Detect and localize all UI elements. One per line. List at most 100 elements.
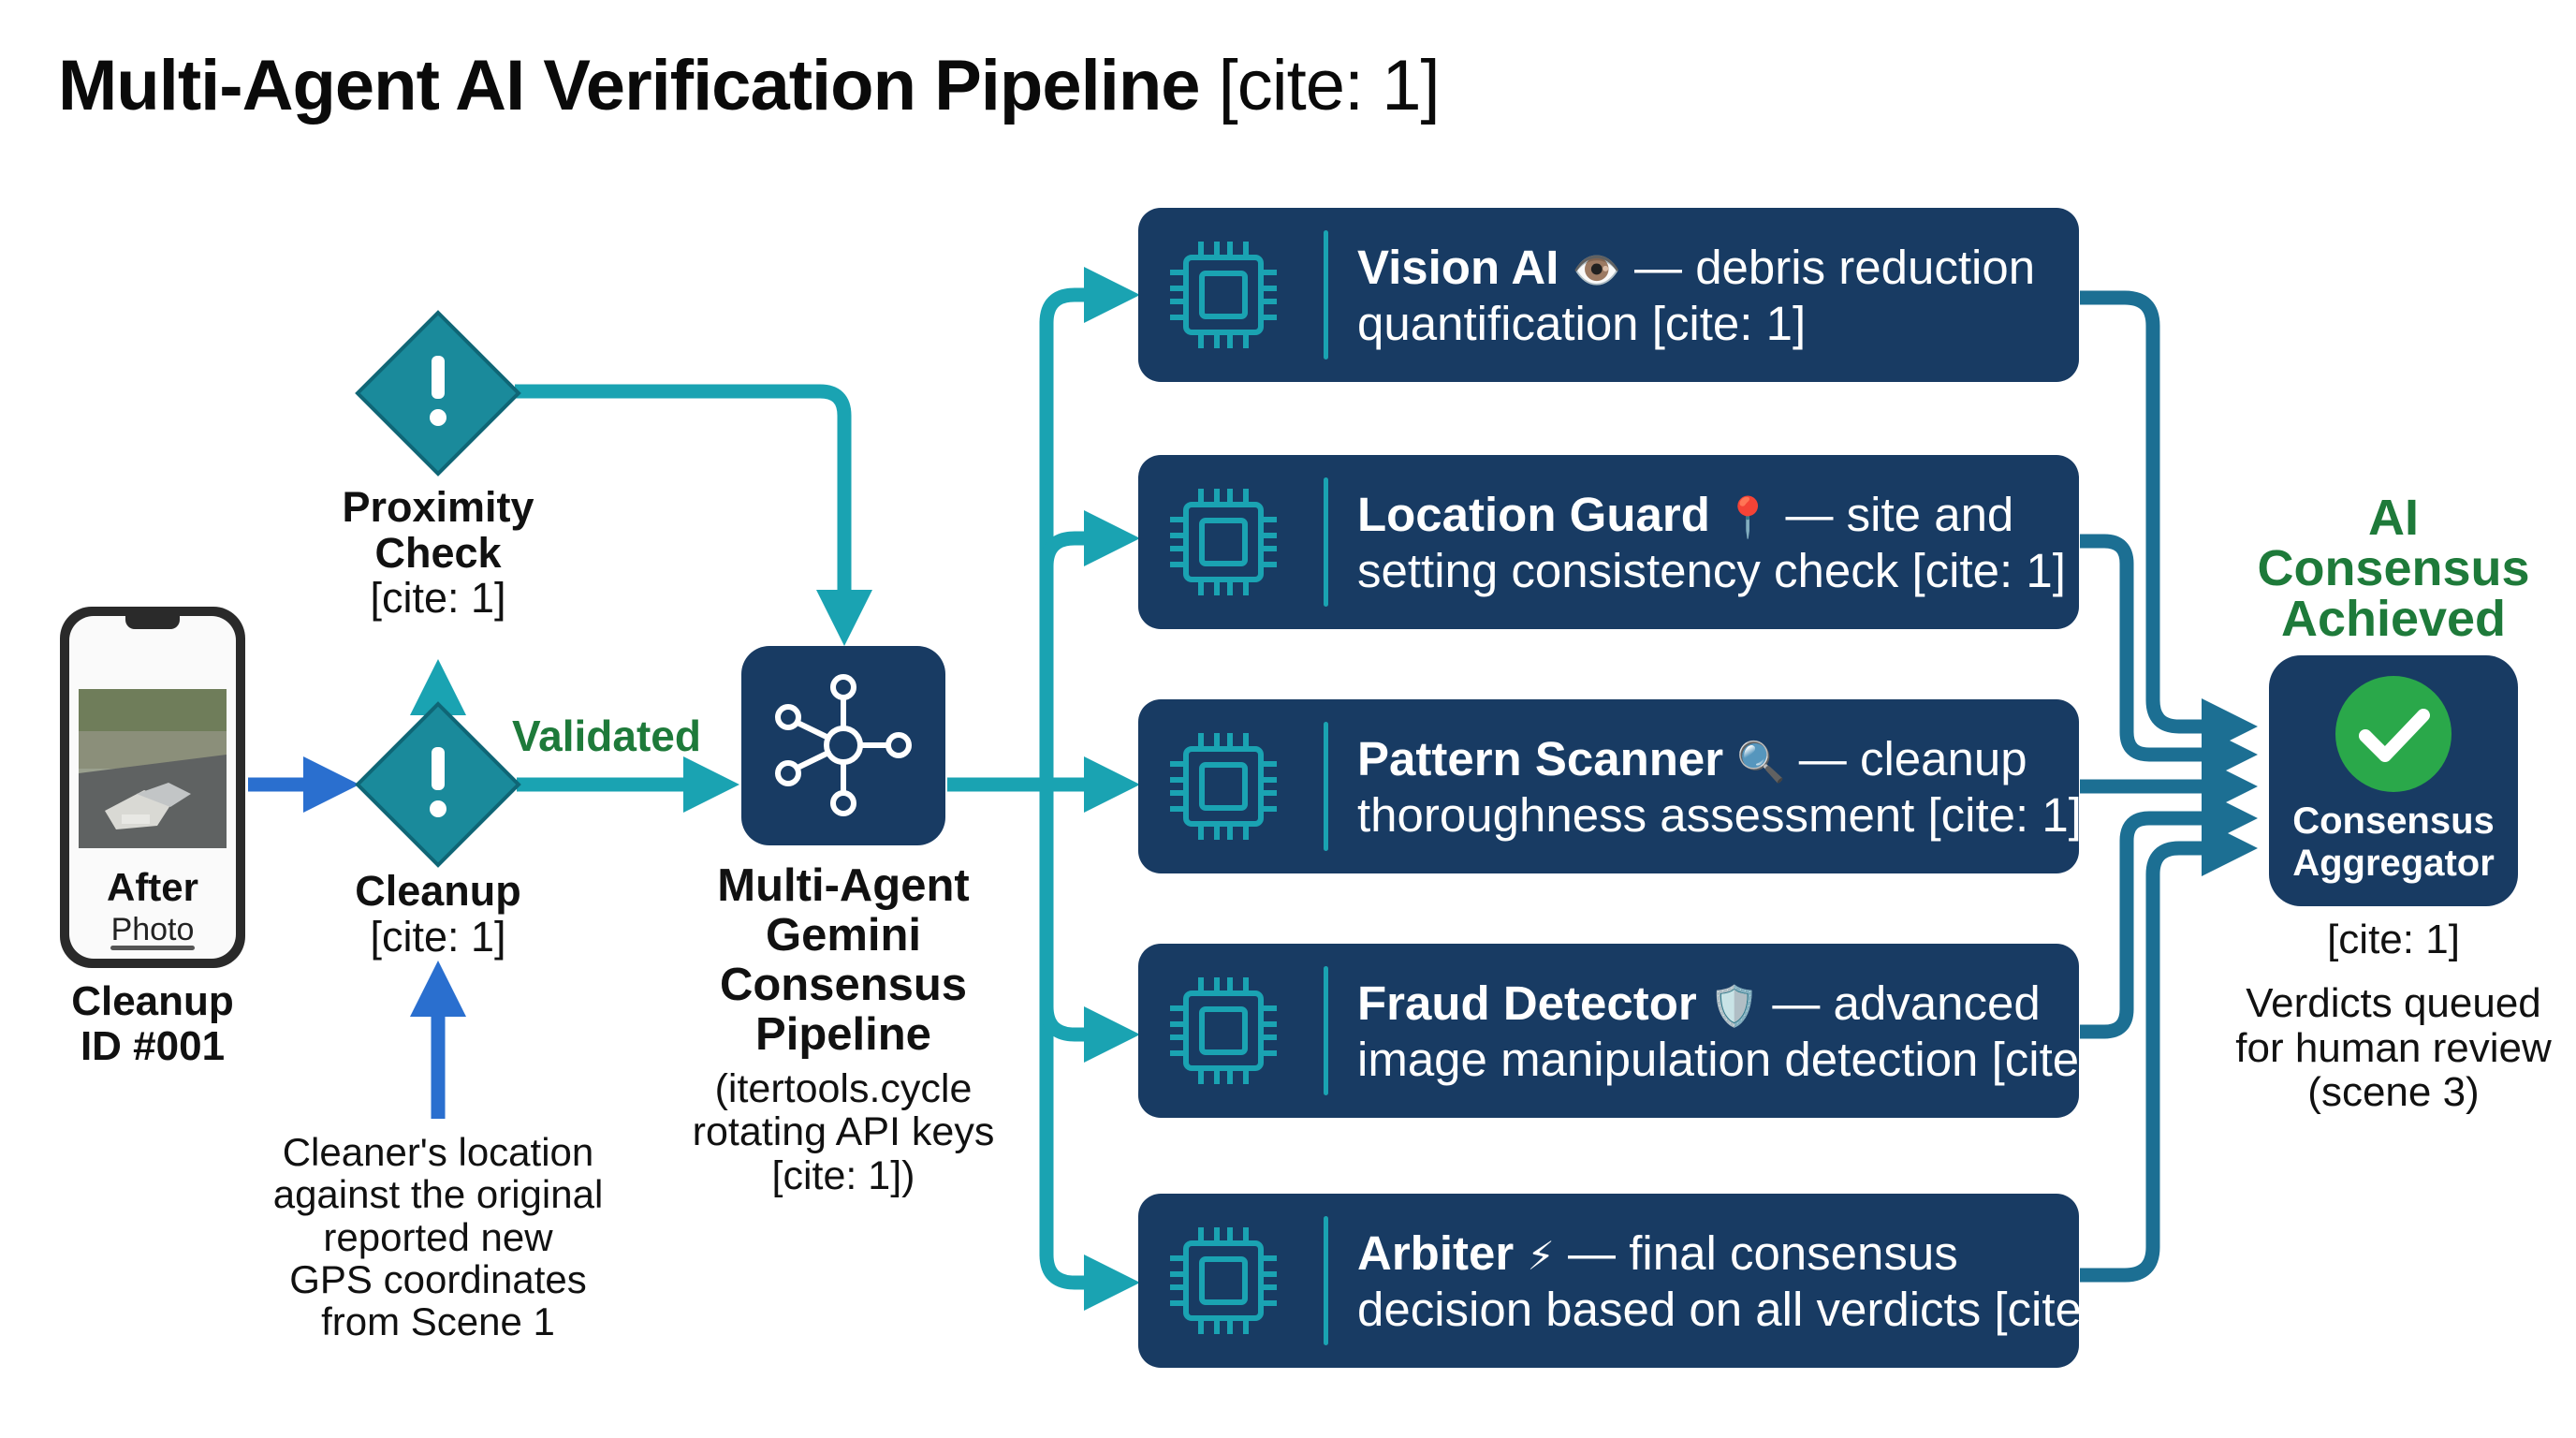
phone-home-bar	[110, 946, 195, 950]
proximity-line2: Check	[374, 528, 502, 577]
phone-screen: After Photo	[69, 616, 236, 959]
pipeline-name-line: Gemini	[765, 909, 922, 961]
chip-icon	[1170, 733, 1277, 840]
cleanup-id-label: Cleanup ID #001	[71, 979, 234, 1068]
agent-cite: [cite: 1]	[1651, 296, 1807, 350]
agent-line1: Arbiter ⚡ — final consensus	[1357, 1225, 2148, 1282]
agent-desc1: — final consensus	[1554, 1226, 1958, 1280]
agent-cite: [cite: 1]	[1927, 787, 2082, 842]
agent-desc2: setting consistency check	[1357, 543, 1899, 597]
agent-line1: Location Guard 📍 — site and	[1357, 487, 2066, 543]
verdicts-line: (scene 3)	[2307, 1069, 2480, 1116]
card-divider	[1324, 477, 1328, 607]
title-cite: [cite: 1]	[1218, 46, 1441, 125]
agent-name: Arbiter	[1357, 1226, 1515, 1280]
card-divider	[1324, 966, 1328, 1095]
agent-name: Vision AI	[1357, 241, 1559, 294]
pipeline-hub	[741, 646, 945, 845]
gps-note-line: against the original	[272, 1172, 604, 1217]
pipeline-note-line: rotating API keys	[692, 1109, 995, 1155]
agent-cite: [cite: 1]	[1991, 1032, 2146, 1086]
pipeline-note: (itertools.cycle rotating API keys [cite…	[692, 1066, 995, 1198]
arrow-agent-1-to-aggregator	[2080, 290, 2258, 755]
agent-cite: [cite: 1]	[1994, 1282, 2148, 1336]
chip-icon	[1170, 977, 1277, 1084]
proximity-alert-icon	[355, 310, 521, 477]
agent-desc1: — site and	[1772, 488, 2014, 541]
arrow-to-agent-1	[1039, 267, 1140, 324]
pipeline-note-line: (itertools.cycle	[714, 1066, 973, 1111]
title-main: Multi-Agent AI Verification Pipeline	[58, 46, 1201, 125]
gps-note-line: GPS coordinates	[289, 1257, 587, 1302]
agent-text: Pattern Scanner 🔍 — cleanup thoroughness…	[1357, 731, 2082, 843]
agent-name: Pattern Scanner	[1357, 732, 1724, 785]
cleanup-alert-icon	[355, 701, 521, 868]
agent-line2: image manipulation detection [cite: 1]	[1357, 1032, 2145, 1088]
pipeline-name: Multi-Agent Gemini Consensus Pipeline	[717, 861, 969, 1060]
proximity-cite: [cite: 1]	[370, 574, 506, 623]
agent-desc2: image manipulation detection	[1357, 1032, 1979, 1086]
agent-text: Vision AI 👁️ — debris reduction quantifi…	[1357, 240, 2035, 351]
agent-desc2: thoroughness assessment	[1357, 787, 1915, 842]
pipeline-name-line: Consensus	[719, 959, 968, 1010]
agent-name: Location Guard	[1357, 488, 1710, 541]
cleanup-node-cite: [cite: 1]	[370, 912, 506, 961]
network-hub-icon	[775, 674, 912, 816]
verdicts-line: for human review	[2235, 1024, 2552, 1071]
agent-desc1: — advanced	[1759, 976, 2041, 1030]
agent-desc2: quantification	[1357, 296, 1639, 350]
agent-line2: setting consistency check [cite: 1]	[1357, 543, 2066, 599]
agent-line2: thoroughness assessment [cite: 1]	[1357, 787, 2082, 844]
agent-line1: Pattern Scanner 🔍 — cleanup	[1357, 731, 2082, 787]
phone-notch	[125, 616, 180, 629]
verdicts-note: Verdicts queued for human review (scene …	[2235, 981, 2551, 1115]
consensus-line: Consensus	[2257, 540, 2530, 596]
consensus-aggregator: Consensus Aggregator	[2269, 655, 2518, 906]
arrow-to-agent-5	[1039, 1254, 1140, 1311]
arrow-agent-4-to-aggregator	[2080, 790, 2258, 1039]
arrow-agent-5-to-aggregator	[2080, 820, 2258, 1283]
cleanup-photo	[79, 689, 227, 848]
verdicts-line: Verdicts queued	[2246, 980, 2541, 1026]
agent-text: Arbiter ⚡ — final consensus decision bas…	[1357, 1225, 2148, 1337]
agent-card-fraud-detector: Fraud Detector 🛡️ — advanced image manip…	[1138, 944, 2145, 1118]
proximity-line1: Proximity	[342, 483, 534, 531]
agent-text: Location Guard 📍 — site and setting cons…	[1357, 487, 2066, 598]
arrow-to-agent-4	[1039, 1005, 1140, 1063]
agent-line1: Fraud Detector 🛡️ — advanced	[1357, 976, 2145, 1032]
gps-note-line: from Scene 1	[321, 1299, 555, 1344]
proximity-check-label: Proximity Check [cite: 1]	[342, 483, 534, 623]
gps-note-line: reported new	[323, 1214, 553, 1259]
consensus-achieved: AI Consensus Achieved	[2257, 492, 2529, 644]
card-divider	[1324, 230, 1328, 360]
pipeline-note-line: [cite: 1])	[771, 1152, 915, 1198]
agent-desc2: decision based on all verdicts	[1357, 1282, 1982, 1336]
consensus-line: AI	[2367, 490, 2419, 546]
chip-icon	[1170, 1227, 1277, 1334]
phone-after-photo: After Photo	[60, 607, 245, 968]
aggregator-name: Consensus Aggregator	[2269, 800, 2518, 885]
agent-desc1: — cleanup	[1785, 732, 2027, 785]
card-divider	[1324, 1216, 1328, 1345]
consensus-line: Achieved	[2280, 591, 2507, 647]
cleanup-id-line1: Cleanup	[71, 978, 234, 1024]
pipeline-name-line: Multi-Agent	[717, 860, 970, 911]
arrow-agent-2-to-aggregator	[2080, 534, 2258, 783]
cleanup-id-line2: ID #001	[80, 1022, 226, 1069]
card-divider	[1324, 722, 1328, 851]
phone-caption-after: After	[106, 865, 198, 909]
lightning-icon: ⚡	[1527, 1234, 1555, 1278]
phone-caption-photo: Photo	[110, 912, 195, 947]
validated-label: Validated	[512, 712, 701, 760]
agent-line1: Vision AI 👁️ — debris reduction	[1357, 240, 2035, 296]
agent-card-arbiter: Arbiter ⚡ — final consensus decision bas…	[1138, 1194, 2148, 1368]
agent-text: Fraud Detector 🛡️ — advanced image manip…	[1357, 976, 2145, 1087]
chip-icon	[1170, 489, 1277, 595]
magnifier-icon: 🔍	[1736, 740, 1786, 784]
chip-icon	[1170, 242, 1277, 348]
arrow-proximity-to-hub	[515, 384, 872, 646]
agent-line2: quantification [cite: 1]	[1357, 296, 2035, 352]
shield-icon: 🛡️	[1709, 984, 1760, 1028]
agent-cite: [cite: 1]	[1911, 543, 2066, 597]
aggregator-cite: [cite: 1]	[2327, 917, 2460, 962]
